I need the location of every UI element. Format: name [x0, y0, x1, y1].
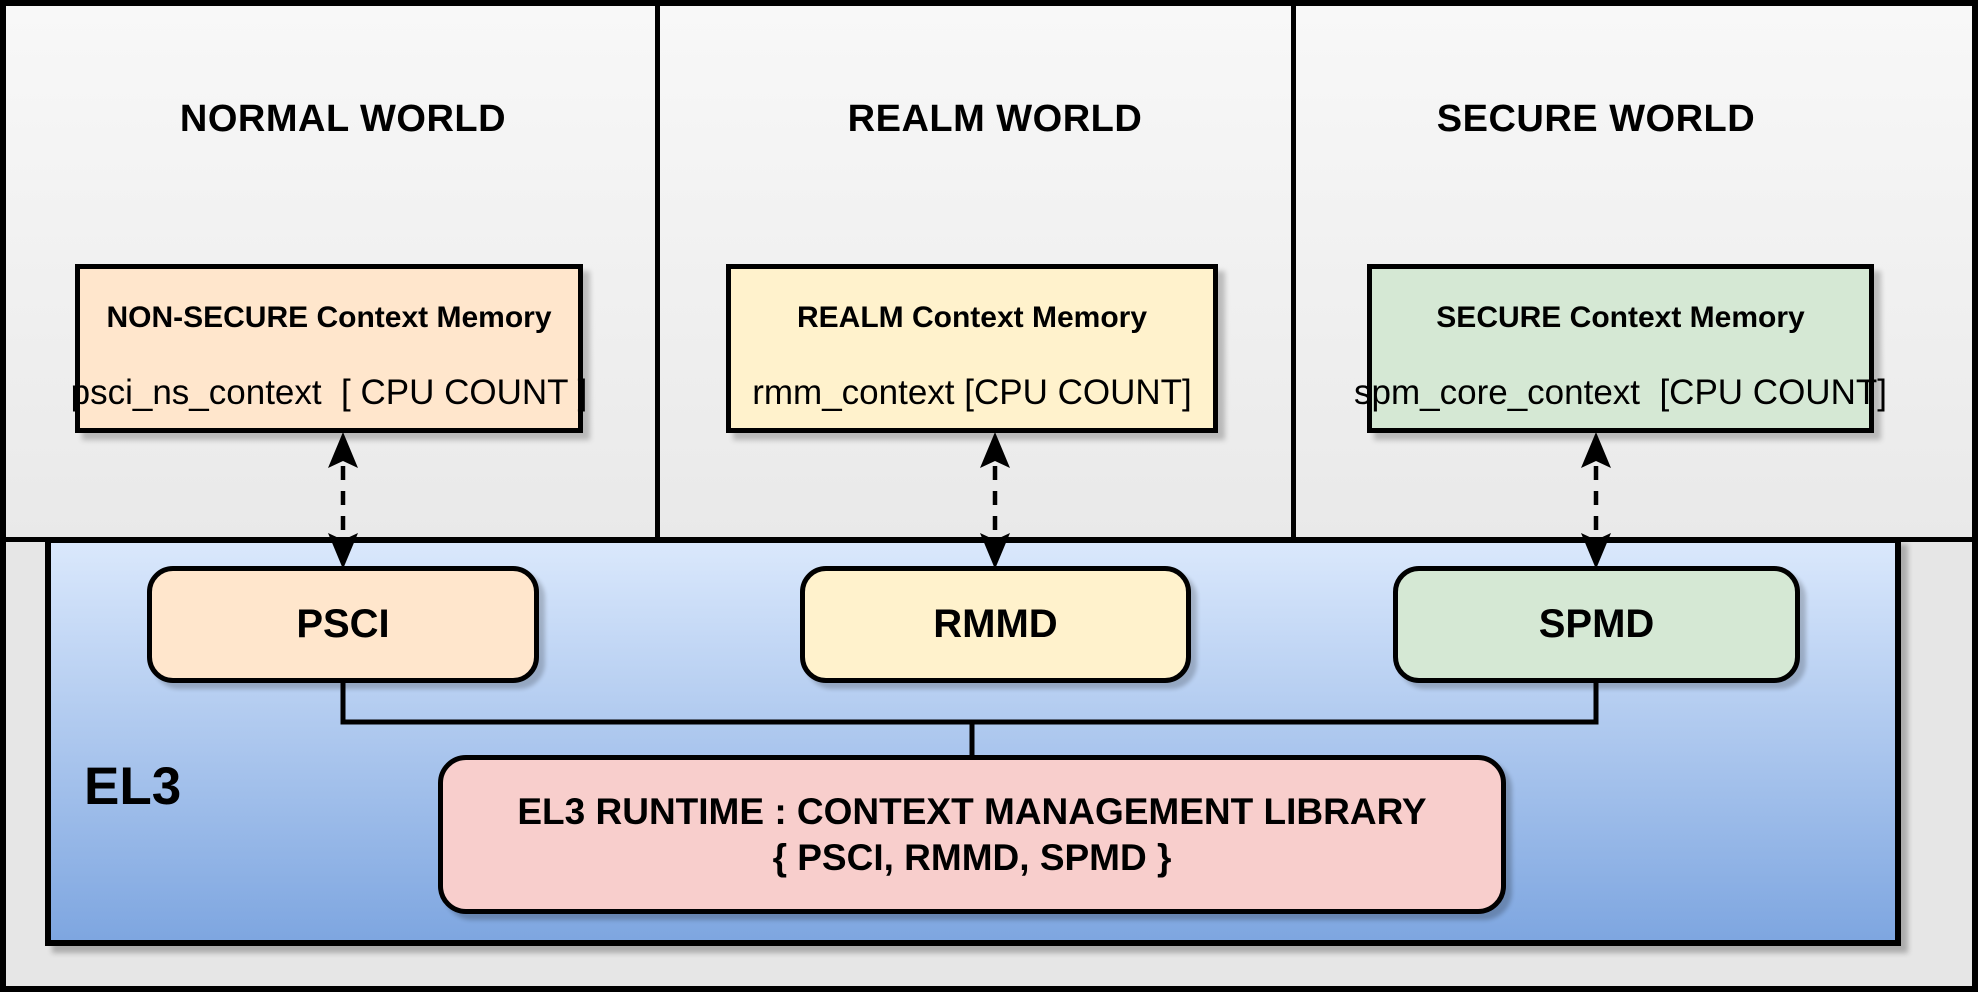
runtime-library-line-2: { PSCI, RMMD, SPMD }	[772, 836, 1172, 878]
panel-title-normal-world: NORMAL WORLD	[179, 98, 507, 140]
runtime-library-box: EL3 RUNTIME : CONTEXT MANAGEMENT LIBRARY…	[438, 755, 1506, 914]
el3-label: EL3	[84, 757, 182, 816]
panel-title-secure-world: SECURE WORLD	[1436, 98, 1756, 140]
module-box-psci: PSCI	[147, 566, 539, 683]
memory-box-non-secure: NON-SECURE Context Memory psci_ns_contex…	[71, 264, 587, 433]
memory-title-secure: SECURE Context Memory	[1436, 301, 1805, 334]
memory-instance-realm: rmm_context [CPU COUNT]	[752, 373, 1192, 412]
module-box-spmd: SPMD	[1393, 566, 1800, 683]
memory-box-secure: SECURE Context Memory spm_core_context […	[1354, 264, 1887, 433]
module-label-spmd: SPMD	[1538, 602, 1655, 646]
memory-title-non-secure: NON-SECURE Context Memory	[106, 301, 552, 334]
module-label-rmmd: RMMD	[933, 602, 1058, 646]
memory-box-realm: REALM Context Memory rmm_context [CPU CO…	[726, 264, 1218, 433]
memory-instance-non-secure: psci_ns_context [ CPU COUNT ]	[70, 373, 588, 412]
module-label-psci: PSCI	[296, 602, 390, 646]
panel-title-realm-world: REALM WORLD	[847, 98, 1143, 140]
memory-instance-secure: spm_core_context [CPU COUNT]	[1354, 373, 1887, 412]
memory-title-realm: REALM Context Memory	[796, 301, 1148, 334]
runtime-library-line-1: EL3 RUNTIME : CONTEXT MANAGEMENT LIBRARY	[517, 790, 1427, 832]
module-box-rmmd: RMMD	[800, 566, 1191, 683]
